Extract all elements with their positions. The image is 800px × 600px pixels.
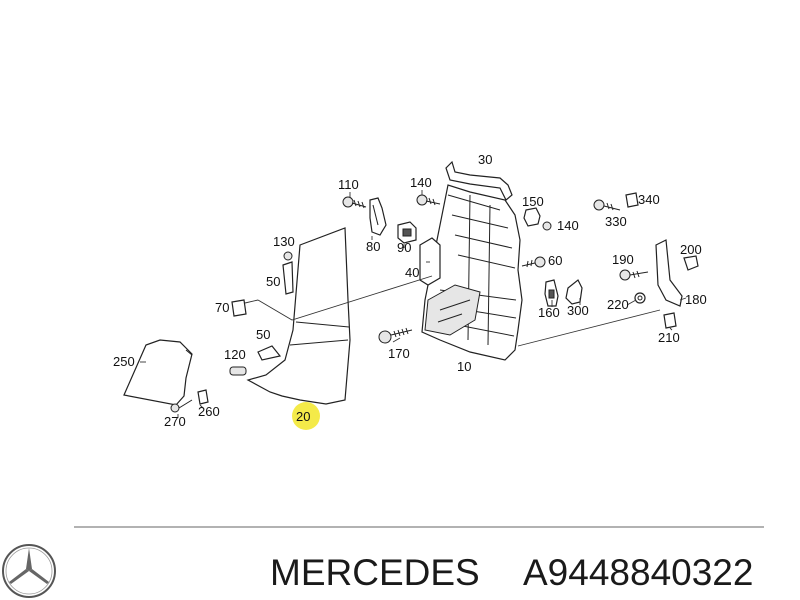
part-30-strap	[445, 160, 513, 201]
callout-260: 260	[198, 404, 220, 419]
part-210-clip	[663, 312, 677, 329]
screw-110	[342, 196, 367, 209]
callout-30: 30	[478, 152, 492, 167]
screw-190	[619, 269, 649, 281]
callout-20: 20	[296, 409, 310, 424]
mercedes-star-logo	[2, 544, 56, 598]
screw-140-top	[416, 194, 441, 206]
callout-160: 160	[538, 305, 560, 320]
part-50-clip-top	[282, 261, 294, 295]
part-40-plate	[419, 237, 441, 286]
callout-120: 120	[224, 347, 246, 362]
callout-110: 110	[338, 177, 359, 192]
highlight-marker	[292, 402, 320, 430]
callout-80: 80	[366, 239, 380, 254]
callout-170: 170	[388, 346, 410, 361]
callout-330: 330	[605, 214, 627, 229]
screw-140-right	[542, 221, 552, 231]
part-260-clip	[197, 389, 209, 405]
part-250-panel	[123, 339, 193, 406]
part-number: A9448840322	[523, 552, 753, 593]
callout-300: 300	[567, 303, 589, 318]
callout-60: 60	[548, 253, 562, 268]
part-50-clip-low	[257, 345, 282, 361]
part-120-pin	[229, 366, 247, 376]
screw-170	[378, 327, 413, 344]
part-70-clip	[231, 299, 247, 317]
part-200-clip	[683, 255, 699, 271]
callout-200: 200	[680, 242, 702, 257]
part-80-clip	[369, 197, 387, 236]
part-180-bracket	[655, 239, 683, 307]
callout-50-top: 50	[266, 274, 280, 289]
callout-130: 130	[273, 234, 295, 249]
callout-140-top: 140	[410, 175, 432, 190]
part-160-bracket	[544, 279, 559, 307]
part-130-screw	[283, 251, 293, 261]
part-270-screw	[170, 399, 193, 413]
callout-220: 220	[607, 297, 629, 312]
callout-210: 210	[658, 330, 680, 345]
callout-250: 250	[113, 354, 135, 369]
callout-40: 40	[405, 265, 419, 280]
screw-60	[521, 256, 546, 268]
callout-70: 70	[215, 300, 229, 315]
screw-330	[593, 199, 621, 211]
part-90-clip	[397, 221, 417, 244]
callout-50-low: 50	[256, 327, 270, 342]
callout-190: 190	[612, 252, 634, 267]
callout-90: 90	[397, 240, 411, 255]
part-220-washer	[634, 292, 646, 304]
part-20-trim-panel	[246, 227, 351, 405]
callout-10: 10	[457, 359, 471, 374]
brand-name: MERCEDES	[270, 552, 480, 593]
callout-140-right: 140	[557, 218, 579, 233]
part-150-clip	[523, 207, 541, 227]
callout-270: 270	[164, 414, 186, 429]
callout-180: 180	[685, 292, 707, 307]
leader-lines	[140, 190, 687, 418]
nut-340	[625, 192, 639, 208]
part-10-bracket	[421, 184, 523, 361]
callout-340: 340	[638, 192, 660, 207]
callout-150: 150	[522, 194, 544, 209]
